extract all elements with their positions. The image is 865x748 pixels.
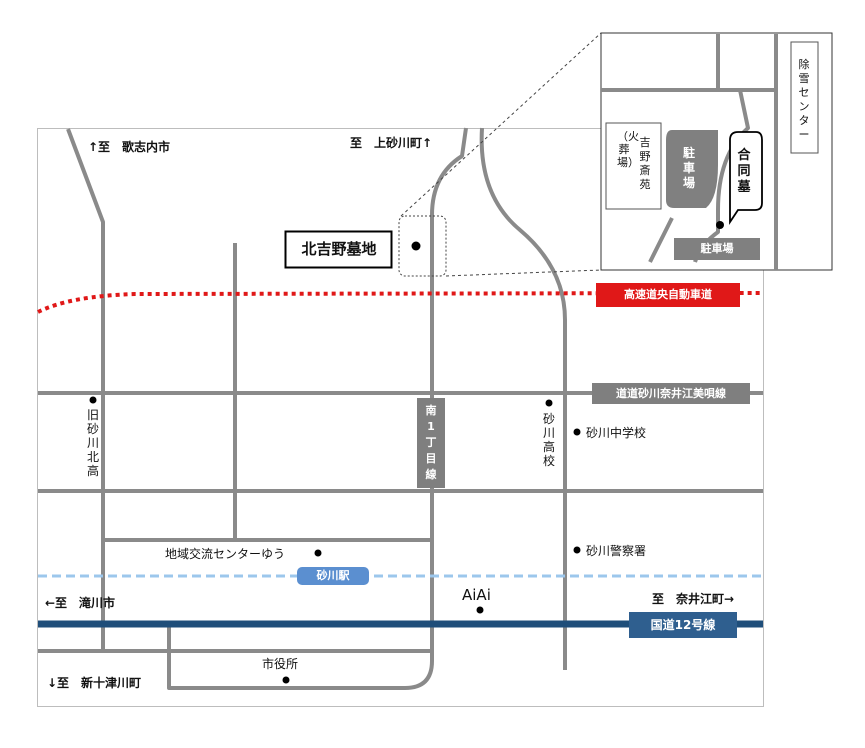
dest-west: ←至 滝川市 [45,596,116,610]
middle-label: 砂川中学校 [586,426,647,440]
old-high-dot [89,396,97,404]
dest-east: 至 奈井江町→ [652,592,735,606]
dest-north-right: 至 上砂川町↑ [350,136,433,150]
cemetery-box [284,230,393,269]
parking-label-1: 駐車場 [682,146,695,190]
road-east-curve [479,127,567,670]
inset [600,32,833,271]
parking-label-2: 駐車場 [700,242,734,255]
police-label: 砂川警察署 [586,544,647,558]
minami1-label-bg [417,398,445,488]
aiai-dot [476,606,484,614]
road-west-vertical [66,128,105,653]
crematorium-label: 吉野斎苑 [639,136,651,191]
joint-grave-label: 合同墓 [737,148,751,195]
cemetery-name: 北吉野墓地 [301,240,377,258]
cemetery-dot [411,241,421,251]
route12-label: 国道12号線 [650,618,716,632]
dest-southwest: ↓至 新十津川町 [47,676,142,690]
center-dot [314,549,322,557]
expressway-label: 高速道央自動車道 [624,288,712,301]
markers [89,241,581,684]
dest-north-left: ↑至 歌志内市 [88,140,171,154]
high-dot [545,399,553,407]
snow-center-label: 除雪センター [798,58,810,141]
high-label: 砂川高校 [542,412,555,468]
station-label: 砂川駅 [316,569,350,582]
cemetery-highlight [398,215,447,277]
center-label: 地域交流センターゆう [165,547,286,561]
prefectural-label: 道道砂川奈井江美唄線 [616,387,726,400]
expressway-line [37,291,764,314]
middle-dot [573,428,581,436]
minami1-label: 南1丁目線 [425,404,437,481]
police-dot [573,546,581,554]
zoom-line-top [400,32,602,217]
city-hall-label: 市役所 [262,657,299,671]
crematorium-sub-label: （火葬場） [617,130,639,169]
city-hall-dot [282,676,290,684]
aiai-label: AiAi [462,586,491,604]
prefectural-label-bg [592,383,750,404]
station-label-bg [297,567,369,585]
zoom-line-bottom [445,269,602,277]
old-high-label: 旧砂川北高 [86,408,99,478]
map-frame [37,128,764,707]
route12-label-bg [629,612,737,638]
expressway-label-bg [596,283,740,307]
